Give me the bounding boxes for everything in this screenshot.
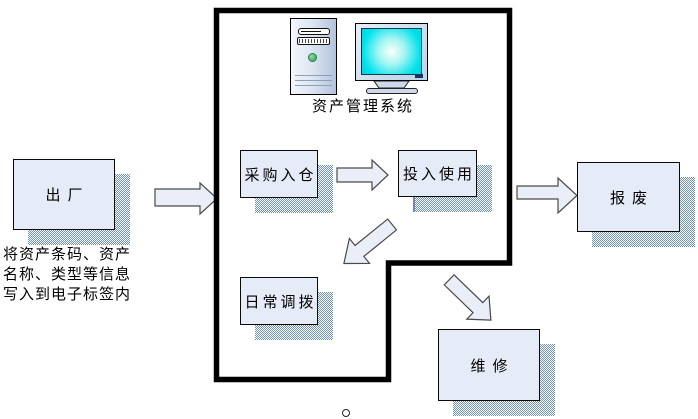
arrow-down-right-system-to-weixiu: [443, 273, 492, 321]
monitor-stand-base: [366, 88, 418, 94]
monitor-stand-neck: [373, 80, 410, 89]
system-title: 资产管理系统: [311, 98, 414, 115]
caption-text: 将资产条码、资产 名称、类型等信息 写入到电子标签内: [3, 245, 131, 305]
arrow-right-chuchang-to-system: [154, 181, 218, 216]
node-label: 出厂: [45, 187, 90, 204]
node-label: 报废: [609, 189, 654, 207]
cutoff-character-fragment: [342, 409, 351, 419]
node-weixiu: 维修: [438, 329, 540, 401]
tower-power-button-icon: [308, 53, 317, 62]
node-touru: 投入使用: [398, 150, 477, 197]
arrow-right-caigou-to-touru: [336, 158, 389, 192]
monitor-screen: [361, 28, 422, 75]
node-chuchang: 出厂: [13, 159, 115, 230]
node-label: 采购入仓: [244, 166, 317, 184]
computer-tower-icon: [290, 18, 337, 95]
tower-vent-slot-icon: [297, 37, 330, 45]
crt-monitor-icon: [355, 23, 428, 81]
caption-line: 将资产条码、资产: [3, 246, 132, 263]
node-label: 维修: [470, 357, 515, 375]
node-label: 投入使用: [402, 166, 475, 183]
caption-line: 写入到电子标签内: [3, 286, 132, 303]
arrow-down-left-touru-to-richang: [343, 218, 398, 265]
node-caigou: 采购入仓: [240, 150, 318, 198]
tower-vent-line: [295, 85, 332, 86]
node-label: 日常调拨: [244, 293, 317, 311]
node-richang: 日常调拨: [240, 277, 318, 325]
tower-drive-slot-icon: [298, 28, 330, 35]
tower-vent-line: [295, 75, 332, 76]
node-baofei: 报废: [577, 162, 680, 232]
caption-line: 名称、类型等信息: [3, 266, 132, 283]
tower-vent-line: [295, 80, 332, 81]
monitor-badge: [415, 74, 423, 78]
arrow-right-system-to-baofei: [516, 176, 578, 215]
